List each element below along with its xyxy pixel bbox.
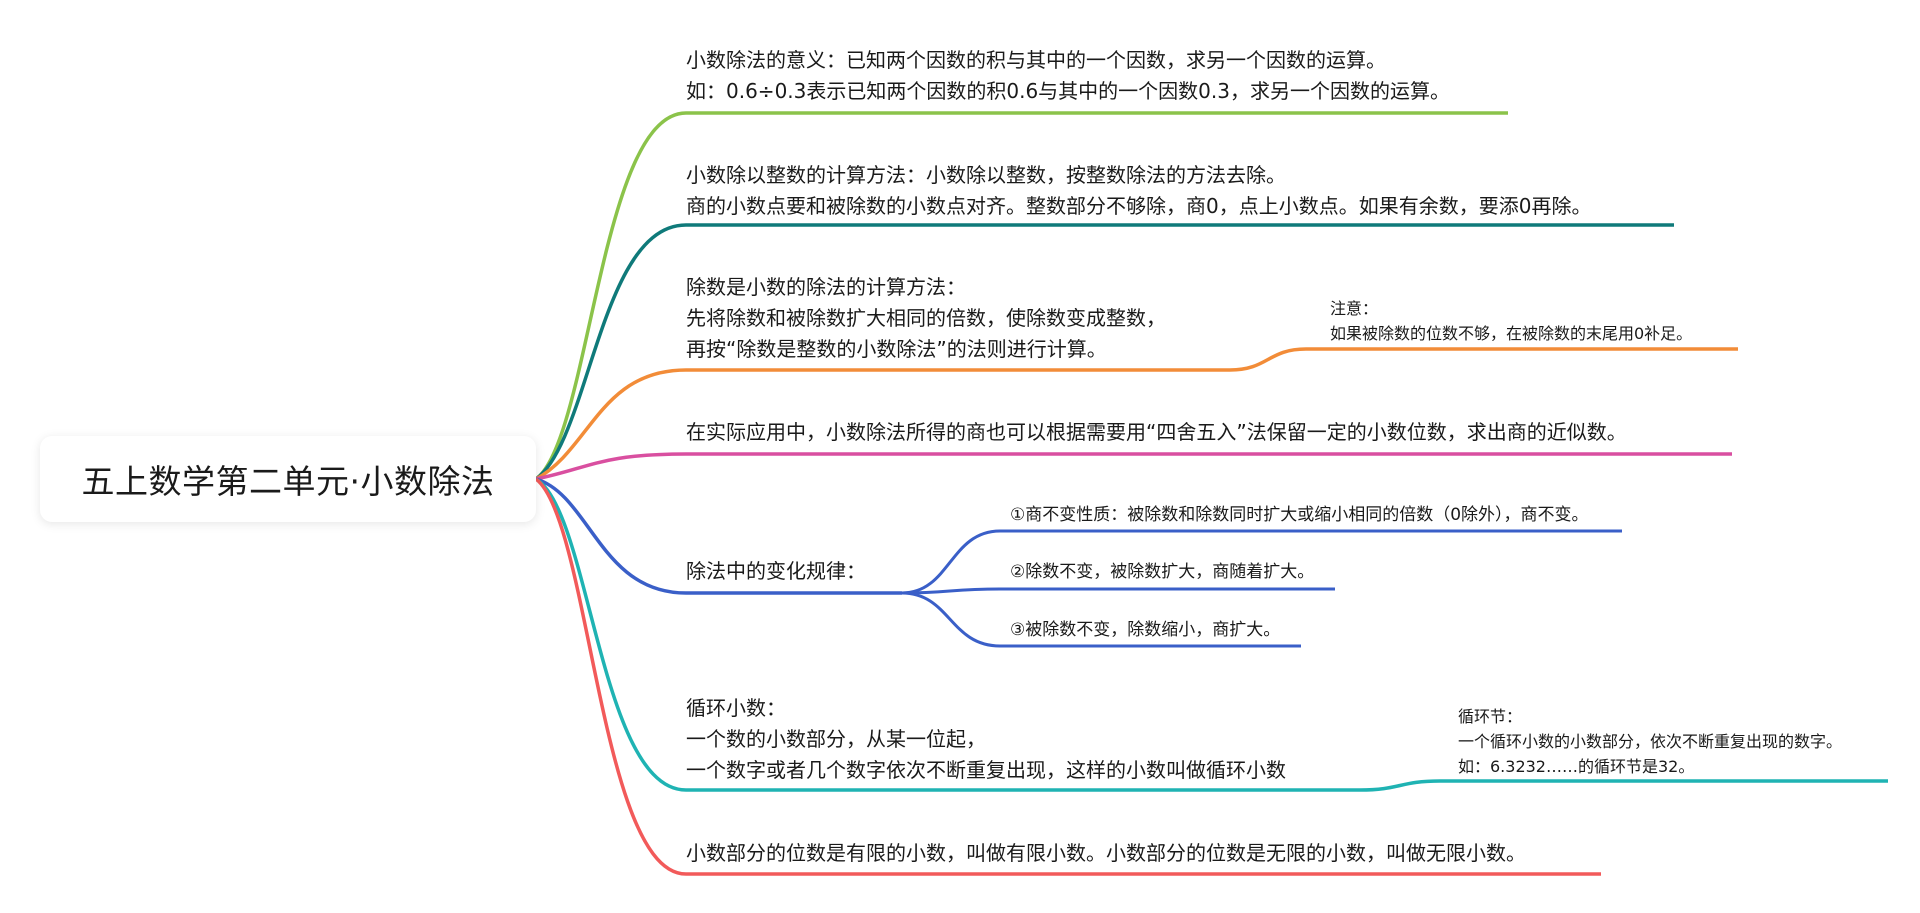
- connector-repeating: [535, 477, 1888, 792]
- topic-repeating-line-3: 一个数字或者几个数字依次不断重复出现，这样的小数叫做循环小数: [686, 758, 1286, 782]
- connector-rules-child-2: [901, 587, 1335, 595]
- topic-meaning-line-2: 如：0.6÷0.3表示已知两个因数的积0.6与其中的一个因数0.3，求另一个因数…: [686, 79, 1450, 103]
- rules-child-3-text: ③被除数不变，除数缩小，商扩大。: [1010, 620, 1281, 640]
- topic-repeating[interactable]: 循环小数： 一个数的小数部分，从某一位起， 一个数字或者几个数字依次不断重复出现…: [686, 693, 1286, 786]
- connector-rules: [535, 477, 902, 595]
- topic-div-by-integer-line-2: 商的小数点要和被除数的小数点对齐。整数部分不够除，商0，点上小数点。如果有余数，…: [686, 194, 1592, 218]
- topic-meaning[interactable]: 小数除法的意义：已知两个因数的积与其中的一个因数，求另一个因数的运算。 如：0.…: [686, 45, 1450, 107]
- topic-div-by-decimal-line-2: 先将除数和被除数扩大相同的倍数，使除数变成整数，: [686, 306, 1166, 330]
- connector-div-by-integer: [534, 223, 1674, 481]
- note-div-by-decimal-line-1: 注意：: [1330, 299, 1379, 318]
- note-div-by-decimal[interactable]: 注意： 如果被除数的位数不够，在被除数的末尾用0补足。: [1330, 296, 1692, 346]
- note-repeating[interactable]: 循环节： 一个循环小数的小数部分，依次不断重复出现的数字。 如：6.3232………: [1458, 704, 1842, 779]
- topic-meaning-line-1: 小数除法的意义：已知两个因数的积与其中的一个因数，求另一个因数的运算。: [686, 48, 1386, 72]
- topic-div-by-decimal-line-3: 再按“除数是整数的小数除法”的法则进行计算。: [686, 337, 1107, 361]
- rules-child-3[interactable]: ③被除数不变，除数缩小，商扩大。: [1010, 615, 1280, 645]
- rules-child-2-text: ②除数不变，被除数扩大，商随着扩大。: [1010, 562, 1315, 582]
- topic-approximation[interactable]: 在实际应用中，小数除法所得的商也可以根据需要用“四舍五入”法保留一定的小数位数，…: [686, 417, 1627, 448]
- root-topic[interactable]: 五上数学第二单元·小数除法: [40, 436, 536, 522]
- topic-div-by-decimal[interactable]: 除数是小数的除法的计算方法： 先将除数和被除数扩大相同的倍数，使除数变成整数， …: [686, 272, 1166, 365]
- connector-rules-child-1: [901, 529, 1622, 595]
- rules-child-2[interactable]: ②除数不变，被除数扩大，商随着扩大。: [1010, 557, 1314, 587]
- connector-finite-infinite: [534, 477, 1601, 876]
- topic-finite-infinite[interactable]: 小数部分的位数是有限的小数，叫做有限小数。小数部分的位数是无限的小数，叫做无限小…: [686, 838, 1526, 869]
- topic-div-by-integer-line-1: 小数除以整数的计算方法：小数除以整数，按整数除法的方法去除。: [686, 163, 1286, 187]
- note-repeating-line-1: 循环节：: [1458, 707, 1523, 726]
- root-title: 五上数学第二单元·小数除法: [81, 462, 495, 501]
- topic-repeating-line-1: 循环小数：: [686, 696, 786, 720]
- topic-finite-infinite-line-1: 小数部分的位数是有限的小数，叫做有限小数。小数部分的位数是无限的小数，叫做无限小…: [686, 841, 1526, 865]
- rules-child-1[interactable]: ①商不变性质：被除数和除数同时扩大或缩小相同的倍数（0除外），商不变。: [1010, 500, 1589, 530]
- topic-div-by-integer[interactable]: 小数除以整数的计算方法：小数除以整数，按整数除法的方法去除。 商的小数点要和被除…: [686, 160, 1591, 222]
- note-div-by-decimal-line-2: 如果被除数的位数不够，在被除数的末尾用0补足。: [1330, 324, 1693, 343]
- note-repeating-line-3: 如：6.3232……的循环节是32。: [1458, 757, 1695, 776]
- topic-rules[interactable]: 除法中的变化规律：: [686, 556, 866, 587]
- topic-rules-label: 除法中的变化规律：: [686, 559, 866, 583]
- connector-rules-child-3: [901, 591, 1301, 648]
- topic-div-by-decimal-line-1: 除数是小数的除法的计算方法：: [686, 275, 966, 299]
- rules-child-1-text: ①商不变性质：被除数和除数同时扩大或缩小相同的倍数（0除外），商不变。: [1010, 505, 1589, 525]
- note-repeating-line-2: 一个循环小数的小数部分，依次不断重复出现的数字。: [1458, 732, 1843, 751]
- connector-meaning: [534, 111, 1508, 481]
- connector-approximation: [535, 452, 1732, 481]
- topic-repeating-line-2: 一个数的小数部分，从某一位起，: [686, 727, 986, 751]
- topic-approximation-line-1: 在实际应用中，小数除法所得的商也可以根据需要用“四舍五入”法保留一定的小数位数，…: [686, 420, 1627, 444]
- connector-div-by-decimal: [535, 347, 1738, 481]
